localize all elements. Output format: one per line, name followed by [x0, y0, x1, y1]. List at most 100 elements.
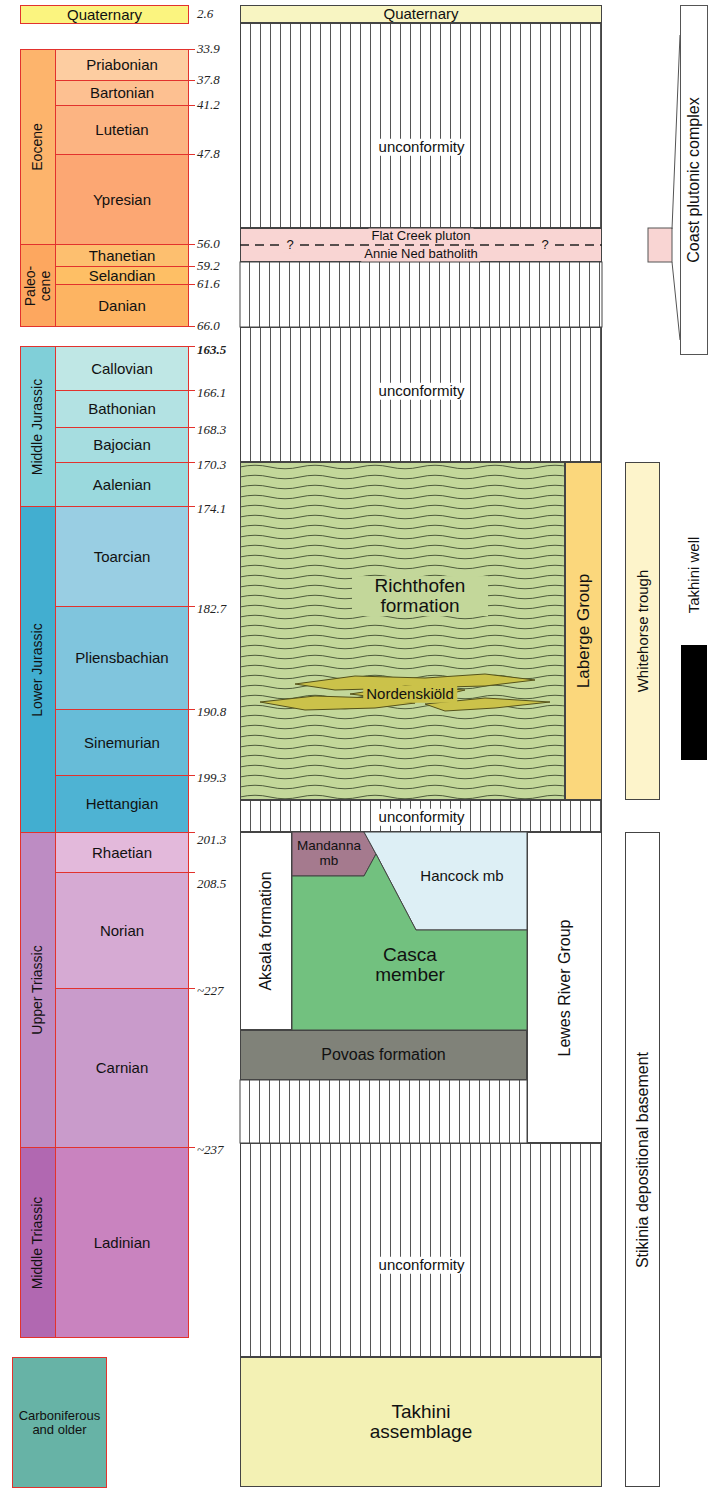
- vertical-label: Eocene: [30, 123, 45, 170]
- stage-box: Toarcian: [55, 506, 189, 607]
- unconformity-hatch: [240, 1080, 527, 1143]
- stage-box: Sinemurian: [55, 709, 189, 776]
- age-number: 182.7: [197, 602, 226, 616]
- unit-label: Bartonian: [90, 85, 154, 102]
- stage-box: Selandian: [55, 266, 189, 285]
- vertical-label: Middle Triassic: [30, 1196, 45, 1289]
- unconformity-band: unconformity: [240, 1143, 602, 1357]
- vertical-label: Lower Jurassic: [30, 623, 45, 716]
- unit-label: Ypresian: [93, 191, 151, 208]
- age-number: 41.2: [197, 98, 220, 112]
- vertical-label: Middle Jurassic: [30, 378, 45, 474]
- unit-label: Thanetian: [89, 247, 156, 264]
- unit-border: [241, 463, 565, 800]
- stage-box: Carnian: [55, 988, 189, 1148]
- stage-box: Callovian: [55, 346, 189, 391]
- unit-label: ?: [538, 238, 551, 253]
- stage-box: Ypresian: [55, 154, 189, 245]
- complex-box: Coast plutonic complex: [680, 5, 708, 355]
- stage-box: Quaternary: [20, 5, 189, 24]
- stage-box: Thanetian: [55, 244, 189, 267]
- bracket-line: [672, 262, 680, 340]
- stage-box: Priabonian: [55, 49, 189, 81]
- epoch-box: Paleo- cene: [20, 244, 56, 327]
- unit-label: Lutetian: [95, 122, 148, 139]
- age-number: 33.9: [197, 42, 220, 56]
- unit-label: ?: [283, 238, 296, 253]
- vertical-label: Stikinia depositional basement: [634, 1051, 652, 1267]
- epoch-box: Middle Triassic: [20, 1147, 56, 1338]
- age-number: 174.1: [197, 502, 226, 516]
- stage-box: Aalenian: [55, 462, 189, 507]
- age-number: 163.5: [197, 343, 226, 357]
- unit-label: Toarcian: [94, 548, 151, 565]
- unit-label: Richthofen formation: [352, 576, 488, 616]
- unit-label: Quaternary: [67, 6, 142, 23]
- age-number: ~227: [197, 984, 224, 998]
- well-label: Takhini well: [686, 537, 703, 614]
- stage-box: Ladinian: [55, 1147, 189, 1338]
- vertical-label: Aksala formation: [257, 871, 275, 990]
- unit-label: Selandian: [89, 267, 156, 284]
- unit-shape: [292, 854, 527, 1030]
- well-bar: [681, 645, 707, 760]
- stage-box: Bajocian: [55, 427, 189, 463]
- age-number: 59.2: [197, 259, 220, 273]
- age-number: ~237: [197, 1143, 224, 1157]
- stage-box: Norian: [55, 872, 189, 989]
- unit-label: Carboniferous and older: [17, 1408, 103, 1437]
- unit-label: unconformity: [376, 809, 468, 826]
- age-number: 47.8: [197, 147, 220, 161]
- unconformity-band: unconformity: [240, 800, 602, 832]
- stage-box: Bartonian: [55, 80, 189, 106]
- member-lens: Nordenskiöld: [255, 672, 555, 716]
- age-number: 201.3: [197, 833, 226, 847]
- unit-label: Annie Ned batholith: [361, 247, 480, 262]
- unit-label: Aalenian: [93, 476, 151, 493]
- unit-label: Sinemurian: [84, 734, 160, 751]
- age-number: 61.6: [197, 277, 220, 291]
- vertical-label: Upper Triassic: [30, 945, 45, 1034]
- unit-outline: [240, 462, 565, 800]
- age-number: 37.8: [197, 73, 220, 87]
- stage-box: Hettangian: [55, 775, 189, 833]
- basement-box: Stikinia depositional basement: [625, 832, 660, 1487]
- unit-label: Bajocian: [93, 437, 151, 454]
- age-number: 66.0: [197, 319, 220, 333]
- age-number: 208.5: [197, 877, 226, 891]
- unit-label: Mandanna mb: [294, 839, 364, 869]
- stage-box: Rhaetian: [55, 832, 189, 873]
- vertical-label: Whitehorse trough: [634, 570, 651, 693]
- unit-label: Quaternary: [383, 6, 458, 23]
- unit-label: unconformity: [376, 139, 468, 156]
- vertical-label: Paleo- cene: [23, 260, 52, 312]
- unconformity-hatch: [240, 262, 602, 327]
- group-box: Lewes River Group: [527, 832, 602, 1143]
- lens-shape: [350, 686, 465, 702]
- stage-box: Bathonian: [55, 390, 189, 428]
- formation-box: Aksala formation: [240, 832, 292, 1030]
- era-box: Carboniferous and older: [12, 1357, 107, 1488]
- trough-box: Whitehorse trough: [625, 462, 660, 800]
- unit-label: Bathonian: [88, 401, 156, 418]
- epoch-box: Lower Jurassic: [20, 506, 56, 833]
- unit-label: Priabonian: [86, 57, 158, 74]
- bedding-lines: [241, 463, 565, 800]
- age-number: 168.3: [197, 423, 226, 437]
- age-number: 2.6: [197, 7, 213, 21]
- unit-label: Takhini assemblage: [356, 1402, 486, 1442]
- age-number: 190.8: [197, 705, 226, 719]
- age-number: 170.3: [197, 458, 226, 472]
- unit-label: Hettangian: [86, 796, 159, 813]
- unit-label: Callovian: [91, 360, 153, 377]
- unit-label: Povoas formation: [321, 1046, 446, 1064]
- epoch-box: Upper Triassic: [20, 832, 56, 1148]
- formation-box: Povoas formation: [240, 1030, 527, 1080]
- vertical-label: Lewes River Group: [556, 919, 574, 1056]
- assemblage-box: Takhini assemblage: [240, 1357, 602, 1487]
- epoch-box: Middle Jurassic: [20, 346, 56, 507]
- vertical-label: Coast plutonic complex: [685, 97, 703, 262]
- unconformity-band: unconformity: [240, 327, 602, 462]
- unit-label: Nordenskiöld: [363, 686, 457, 703]
- unit-label: Rhaetian: [92, 844, 152, 861]
